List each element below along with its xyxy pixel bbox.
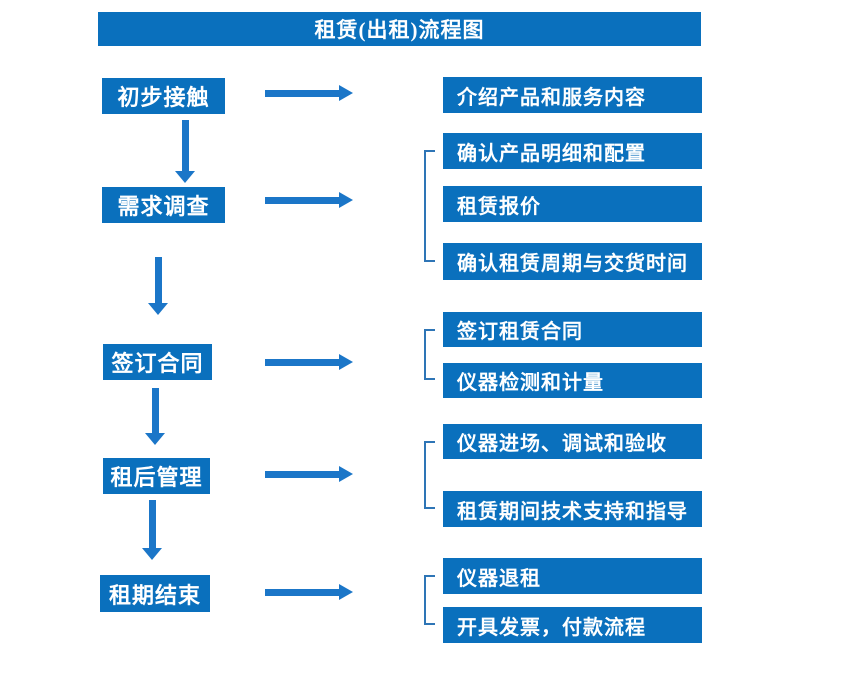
arrow-head	[339, 584, 353, 600]
group-bracket-post-rental	[424, 441, 435, 509]
detail-box-instrument-testing: 仪器检测和计量	[443, 363, 702, 398]
arrow-head	[175, 171, 195, 183]
down-arrow-icon	[175, 120, 195, 183]
diagram-title: 租赁(出租)流程图	[98, 12, 701, 46]
detail-box-instrument-setup-acceptance: 仪器进场、调试和验收	[443, 424, 702, 459]
arrow-shaft	[181, 120, 189, 171]
arrow-shaft	[154, 257, 162, 303]
arrow-head	[339, 466, 353, 482]
detail-box-introduce-products: 介绍产品和服务内容	[443, 77, 702, 113]
right-arrow-icon	[265, 466, 353, 482]
right-arrow-icon	[265, 85, 353, 101]
step-box-sign-contract: 签订合同	[103, 344, 212, 380]
down-arrow-icon	[148, 257, 168, 315]
arrow-shaft	[265, 358, 339, 366]
arrow-head	[145, 433, 165, 445]
arrow-shaft	[148, 500, 156, 548]
detail-box-rental-quote: 租赁报价	[443, 186, 702, 222]
detail-box-invoice-payment: 开具发票，付款流程	[443, 607, 702, 643]
right-arrow-icon	[265, 354, 353, 370]
group-bracket-rental-end	[424, 575, 435, 625]
detail-box-sign-rental-contract: 签订租赁合同	[443, 312, 702, 347]
detail-box-technical-support: 租赁期间技术支持和指导	[443, 491, 702, 527]
arrow-shaft	[265, 470, 339, 478]
down-arrow-icon	[142, 500, 162, 560]
arrow-head	[339, 354, 353, 370]
group-bracket-sign-contract	[424, 329, 435, 380]
arrow-shaft	[265, 588, 339, 596]
down-arrow-icon	[145, 388, 165, 445]
step-box-demand-survey: 需求调查	[102, 187, 225, 223]
right-arrow-icon	[265, 584, 353, 600]
arrow-head	[148, 303, 168, 315]
detail-box-confirm-product-config: 确认产品明细和配置	[443, 133, 702, 169]
detail-box-instrument-return: 仪器退租	[443, 558, 702, 594]
arrow-shaft	[265, 196, 339, 204]
arrow-head	[339, 85, 353, 101]
arrow-head	[339, 192, 353, 208]
arrow-shaft	[151, 388, 159, 433]
step-box-rental-end: 租期结束	[100, 575, 210, 612]
arrow-shaft	[265, 89, 339, 97]
group-bracket-demand-survey	[424, 150, 435, 262]
right-arrow-icon	[265, 192, 353, 208]
step-box-initial-contact: 初步接触	[102, 78, 225, 114]
step-box-post-rental-management: 租后管理	[103, 458, 210, 494]
detail-box-confirm-period-delivery: 确认租赁周期与交货时间	[443, 243, 702, 280]
arrow-head	[142, 548, 162, 560]
